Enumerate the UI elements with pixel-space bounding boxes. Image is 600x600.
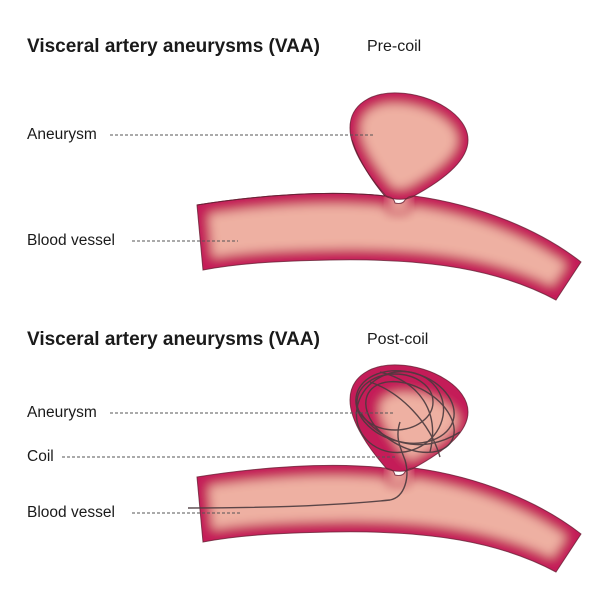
pre-coil-title: Visceral artery aneurysms (VAA) bbox=[27, 36, 320, 57]
aneurysm-sac bbox=[350, 92, 468, 200]
post-coil-stage-label: Post-coil bbox=[367, 331, 429, 348]
post-coil-title: Visceral artery aneurysms (VAA) bbox=[27, 329, 320, 350]
post-coil-illustration bbox=[62, 364, 582, 573]
pre-vessel-label: Blood vessel bbox=[27, 232, 115, 249]
post-vessel-label: Blood vessel bbox=[27, 504, 115, 521]
pre-coil-illustration bbox=[110, 92, 582, 301]
post-coil-label: Coil bbox=[27, 448, 54, 465]
post-aneurysm-label: Aneurysm bbox=[27, 404, 97, 421]
pre-aneurysm-label: Aneurysm bbox=[27, 126, 97, 143]
coil bbox=[187, 370, 461, 509]
pre-coil-stage-label: Pre-coil bbox=[367, 38, 422, 55]
